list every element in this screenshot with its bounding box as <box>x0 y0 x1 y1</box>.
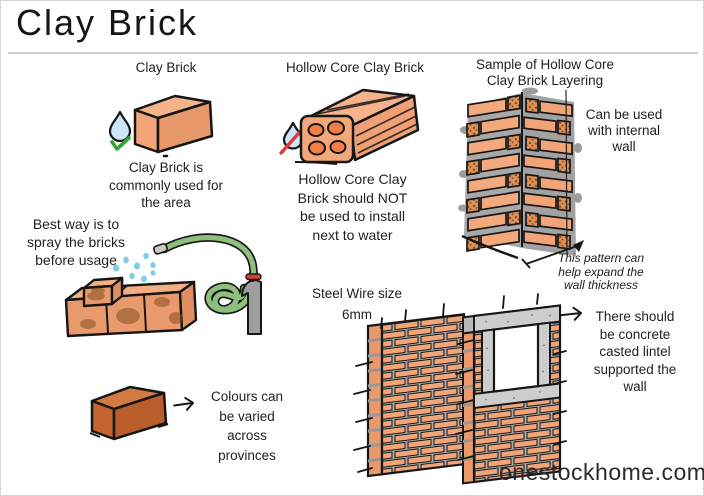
caption-line: provinces <box>218 447 276 463</box>
note-line: help expand the <box>558 264 644 279</box>
lintel-note: There should be concrete casted lintel s… <box>584 308 686 396</box>
concrete-lintel <box>473 304 561 410</box>
internal-wall-note: Can be used with internal wall <box>574 107 674 155</box>
caption-line: the area <box>141 195 191 210</box>
clay-brick-header: Clay Brick <box>135 60 197 75</box>
watermark: onestockhome.com <box>499 459 704 485</box>
steel-wires <box>353 293 567 473</box>
header-line: Sample of Hollow Core <box>475 57 615 72</box>
caption-line: across <box>227 428 267 443</box>
label-line: 6mm <box>342 306 372 322</box>
hollow-core-brick-illustration <box>294 88 420 165</box>
window-brick-wall <box>462 304 562 485</box>
caption-line: Brick should NOT <box>297 189 408 206</box>
note-line: There should <box>595 309 675 324</box>
caption-line: Hollow Core Clay <box>298 171 407 187</box>
hollow-core-caption: Hollow Core Clay Brick should NOT be use… <box>270 170 435 244</box>
note-line: This pattern can <box>557 251 645 265</box>
caption-line: be used to install <box>299 208 406 224</box>
caption-line: commonly used for <box>108 177 224 193</box>
ground-line <box>461 234 519 260</box>
brick-walls-illustration <box>353 293 567 485</box>
corner-wall-illustration <box>458 87 582 260</box>
note-line: Can be used <box>585 107 663 122</box>
note-line: with internal <box>587 123 661 138</box>
hollow-core-header: Hollow Core Clay Brick <box>285 60 425 75</box>
garden-hose <box>159 233 258 315</box>
note-line: casted lintel <box>599 344 671 359</box>
droplet-check-icon <box>108 110 132 151</box>
water-stains <box>80 287 183 329</box>
caption-line: spray the bricks <box>26 234 126 250</box>
plumb-line <box>565 89 568 257</box>
colours-caption: Colours can be varied across provinces <box>198 387 296 465</box>
steel-wire-label: Steel Wire size 6mm <box>302 284 412 325</box>
window-opening <box>492 322 540 393</box>
caption-line: Clay Brick is <box>128 160 204 175</box>
note-line: wall <box>612 139 636 154</box>
water-tap-icon <box>241 273 262 335</box>
concrete-dots <box>485 313 551 401</box>
caption-line: next to water <box>312 226 393 243</box>
spray-caption: Best way is to spray the bricks before u… <box>6 215 146 269</box>
caption-line: Colours can <box>210 389 284 404</box>
title-divider <box>8 52 698 54</box>
checkmark-icon <box>110 136 131 151</box>
note-line: wall <box>623 379 647 394</box>
layering-header: Sample of Hollow Core Clay Brick Layerin… <box>460 57 630 88</box>
label-line: Steel Wire size <box>311 286 403 301</box>
spray-scene-illustration <box>64 233 262 338</box>
lintel-side-face <box>462 314 475 335</box>
core-holes <box>307 120 347 156</box>
note-line: supported the <box>593 361 677 377</box>
note-line: be concrete <box>599 326 671 342</box>
arrow-right-icon <box>173 396 195 411</box>
caption-line: Best way is to <box>32 216 120 232</box>
header-line: Clay Brick Layering <box>486 72 604 88</box>
page-title: Clay Brick <box>16 2 199 43</box>
arrow-right-icon <box>560 306 583 321</box>
caption-line: before usage <box>35 252 117 268</box>
plain-brick-wall <box>366 312 466 478</box>
dimension-arrow-icon <box>521 240 584 269</box>
note-line: wall thickness <box>563 278 639 292</box>
clay-brick-illustration <box>133 94 214 158</box>
clay-brick-caption: Clay Brick is commonly used for the area <box>92 159 240 212</box>
corner-left-face <box>466 94 521 252</box>
hose-nozzle <box>153 243 168 255</box>
tap-handle <box>245 273 262 281</box>
dark-brick-illustration <box>89 385 169 441</box>
pattern-note: This pattern can help expand the wall th… <box>543 251 659 293</box>
caption-line: be varied <box>219 408 275 424</box>
corner-right-face <box>523 97 573 250</box>
